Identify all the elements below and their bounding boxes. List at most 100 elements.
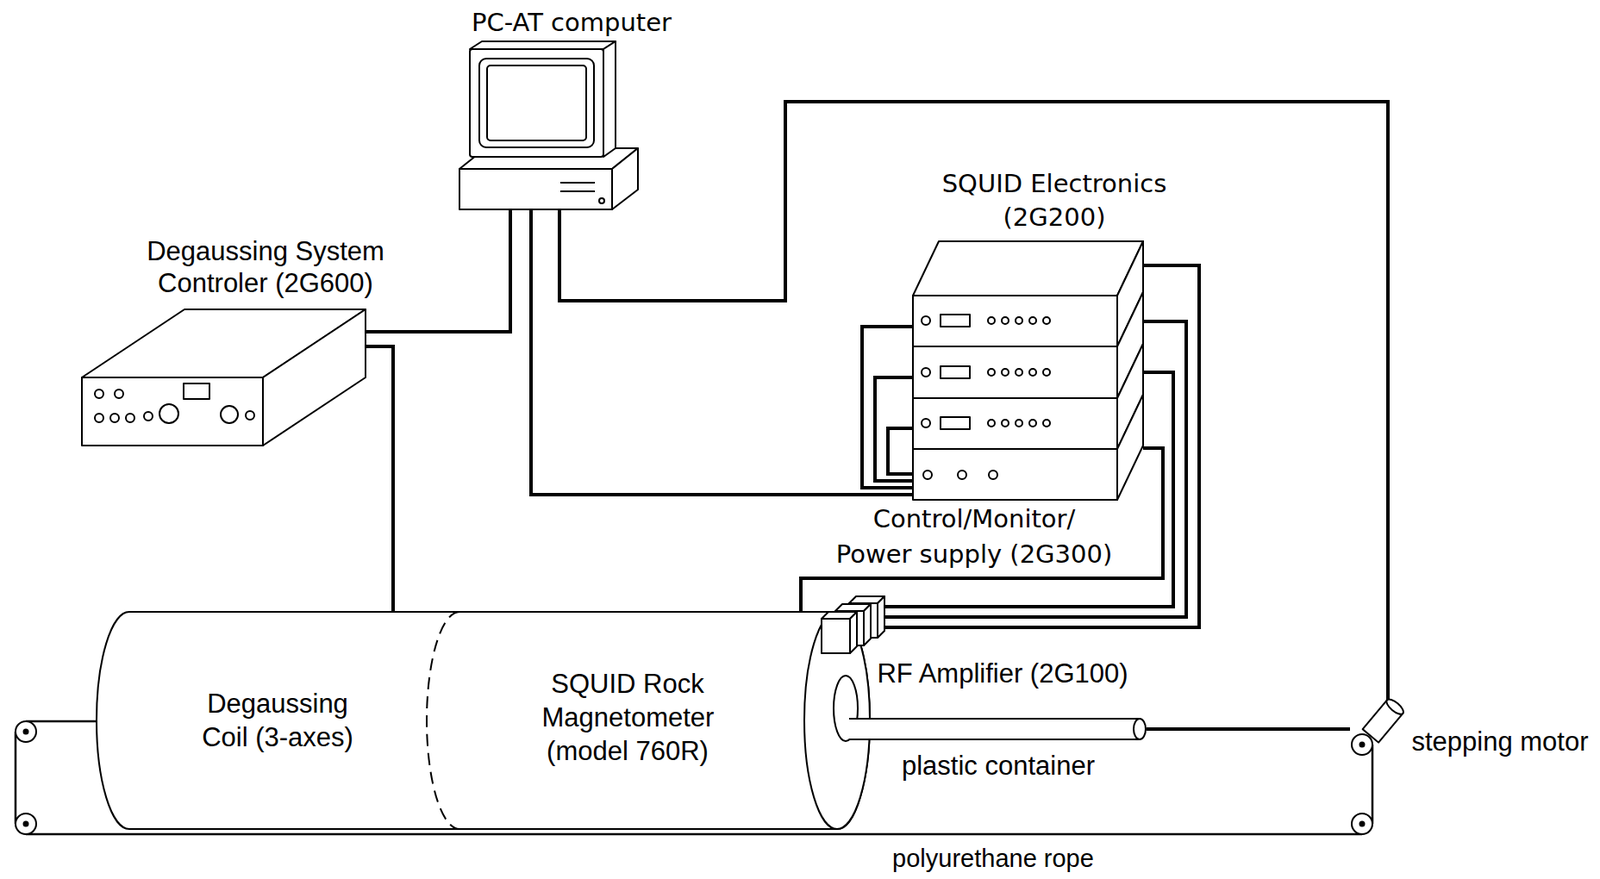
rf-amplifier: RF Amplifier (2G100): [821, 596, 885, 654]
knob: [988, 470, 998, 480]
knob: [114, 389, 124, 399]
cable: [862, 326, 913, 488]
squid-electronics: SQUID Electronics (2G200): [912, 241, 1144, 446]
amplifier-cube: [863, 604, 871, 646]
knob: [245, 411, 255, 420]
device-label: SQUID Rock Magnetometer (model 760R): [542, 667, 714, 769]
device-label: Degaussing System Controler (2G600): [146, 235, 385, 300]
knob: [1029, 419, 1037, 427]
rope-line: [25, 720, 102, 724]
container-end: [1133, 718, 1146, 740]
stepping-motor: [1362, 697, 1407, 744]
cable: [875, 377, 913, 482]
computer: PC-AT computer: [459, 41, 638, 210]
monitor: [469, 49, 604, 157]
control-unit: Control/Monitor/ Power supply (2G300): [912, 445, 1144, 500]
device-label: RF Amplifier (2G100): [875, 657, 1130, 690]
section-divider: [426, 612, 460, 830]
knob: [1043, 317, 1050, 325]
cable: [531, 209, 913, 495]
pulley: [1351, 813, 1373, 835]
monitor: [603, 41, 616, 157]
knob: [125, 413, 135, 423]
pulley: [15, 721, 37, 743]
knob: [94, 413, 104, 423]
pulley-axle: [24, 822, 29, 827]
amplifier-cube: [877, 596, 885, 638]
display: [940, 366, 970, 379]
rope-line: [1371, 744, 1375, 825]
knob: [957, 470, 967, 480]
knob: [987, 317, 995, 325]
computer-base: [612, 148, 638, 210]
stepping-motor: stepping motor: [1350, 700, 1407, 757]
electronics-unit: [912, 398, 1118, 450]
cable: [1146, 727, 1350, 732]
knob: [987, 419, 995, 427]
device-label: Control/Monitor/ Power supply (2G300): [836, 501, 1113, 573]
knob: [987, 368, 995, 376]
degaussing-coil: Degaussing Coil (3-axes): [96, 612, 460, 830]
knob: [921, 368, 931, 377]
magnetometer: SQUID Rock Magnetometer (model 760R): [459, 612, 870, 830]
motor-end: [1384, 697, 1407, 718]
container-tube: [849, 718, 1140, 740]
pulley-axle: [24, 730, 29, 735]
cable: [365, 209, 511, 332]
drive-slot: [560, 181, 595, 184]
drive-slot: [560, 190, 595, 193]
knob: [1015, 419, 1023, 427]
electronics-unit: [912, 295, 1118, 347]
display: [940, 314, 970, 327]
knob: [1001, 368, 1009, 376]
motor-pulley: [1351, 734, 1373, 756]
display: [183, 383, 210, 400]
container-edge: [849, 718, 1140, 720]
knob: [921, 316, 931, 325]
device-label: plastic container: [900, 750, 1097, 782]
rope-line: [25, 833, 1363, 837]
monitor: [469, 41, 616, 50]
amplifier-cube: [850, 612, 857, 654]
device-label: Degaussing Coil (3-axes): [201, 687, 354, 755]
rope-line: [14, 731, 18, 825]
control-unit: [912, 449, 1118, 500]
knob: [921, 418, 931, 428]
pulley-axle: [1360, 743, 1365, 748]
pulley: [15, 813, 37, 835]
knob: [1029, 368, 1037, 376]
plastic-container: plastic container: [849, 717, 1147, 742]
knob: [1001, 317, 1009, 325]
cable: [887, 428, 913, 475]
knob: [220, 406, 238, 424]
knob: [143, 412, 153, 421]
knob: [1043, 419, 1050, 427]
cable: [884, 321, 1187, 618]
control-unit: [1117, 394, 1144, 500]
knob: [1001, 419, 1009, 427]
amplifier-cube: [821, 618, 850, 654]
controller-box: [81, 377, 263, 446]
cable: [884, 372, 1174, 607]
degaussing-controller: Degaussing System Controler (2G600): [81, 309, 366, 446]
container-edge: [849, 738, 1140, 741]
display: [940, 417, 970, 430]
part-label: polyurethane rope: [891, 843, 1095, 874]
knob: [923, 470, 932, 480]
knob: [1043, 368, 1050, 376]
stack-top: [912, 241, 1144, 296]
knob: [1015, 368, 1023, 376]
knob: [94, 389, 104, 399]
electronics-unit: [912, 346, 1118, 399]
monitor-screen: [479, 58, 594, 148]
magnetometer-cylinder: [96, 612, 870, 830]
controller-box: [262, 309, 366, 446]
cable: [559, 101, 1388, 700]
pulley-axle: [1360, 822, 1365, 827]
cable: [800, 448, 1163, 613]
device-label: SQUID Electronics (2G200): [942, 167, 1168, 235]
device-label: PC-AT computer: [470, 6, 673, 38]
knob: [110, 413, 119, 423]
knob: [159, 404, 179, 424]
